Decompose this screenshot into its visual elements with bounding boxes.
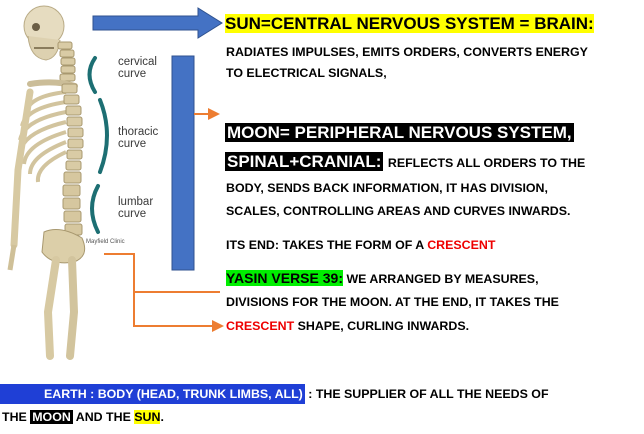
earth-period: . bbox=[160, 410, 164, 424]
moon-line-1: REFLECTS ALL ORDERS TO THE bbox=[387, 156, 586, 170]
yasin-line-2: DIVISIONS FOR THE MOON. AT THE END, IT T… bbox=[226, 295, 559, 309]
sun-title: SUN=CENTRAL NERVOUS SYSTEM = BRAIN: bbox=[225, 12, 594, 35]
thoracic-curve-label: thoracic curve bbox=[118, 126, 158, 150]
sun-line-1: RADIATES IMPULSES, EMITS ORDERS, CONVERT… bbox=[226, 45, 588, 59]
earth-moon: MOON bbox=[30, 410, 73, 424]
its-end-crescent: CRESCENT bbox=[427, 238, 496, 252]
moon-subtitle-row: SPINAL+CRANIAL: REFLECTS ALL ORDERS TO T… bbox=[225, 150, 585, 173]
lumbar-curve-label: lumbar curve bbox=[118, 196, 153, 220]
sun-title-text: SUN=CENTRAL NERVOUS SYSTEM = BRAIN: bbox=[225, 14, 594, 33]
yasin-line-3-rest: SHAPE, CURLING INWARDS. bbox=[297, 319, 470, 333]
cervical-curve-text: cervical curve bbox=[118, 56, 157, 80]
yasin-label: YASIN VERSE 39: bbox=[226, 270, 343, 286]
its-end-line: ITS END: TAKES THE FORM OF A CRESCENT bbox=[226, 235, 495, 255]
lumbar-curve-text: lumbar curve bbox=[118, 196, 154, 220]
its-end-prefix: ITS END: TAKES THE FORM OF A bbox=[226, 238, 428, 252]
moon-line-2: BODY, SENDS BACK INFORMATION, IT HAS DIV… bbox=[226, 181, 548, 195]
earth-line-1: EARTH : BODY (HEAD, TRUNK LIMBS, ALL) : … bbox=[0, 384, 549, 404]
earth-the: THE bbox=[2, 410, 31, 424]
earth-title: EARTH : BODY (HEAD, TRUNK LIMBS, ALL) bbox=[0, 384, 305, 404]
yasin-crescent: CRESCENT bbox=[226, 319, 295, 333]
earth-line-1-rest: : THE SUPPLIER OF ALL THE NEEDS OF bbox=[304, 387, 549, 401]
sun-line-2: TO ELECTRICAL SIGNALS, bbox=[226, 66, 387, 80]
moon-title: MOON= PERIPHERAL NERVOUS SYSTEM, bbox=[225, 121, 574, 144]
thoracic-curve-text: thoracic curve bbox=[118, 126, 159, 150]
earth-sun: SUN bbox=[134, 410, 161, 424]
image-credit: Mayfield Clinic bbox=[86, 239, 125, 245]
skeleton-spine-illustration bbox=[7, 5, 109, 360]
earth-line-2: THE MOON AND THE SUN. bbox=[2, 407, 164, 427]
yasin-line-1: YASIN VERSE 39: WE ARRANGED BY MEASURES, bbox=[226, 268, 539, 289]
earth-and-the: AND THE bbox=[72, 410, 135, 424]
moon-line-3: SCALES, CONTROLLING AREAS AND CURVES INW… bbox=[226, 204, 571, 218]
yasin-text-1: WE ARRANGED BY MEASURES, bbox=[346, 272, 539, 286]
moon-title-text: MOON= PERIPHERAL NERVOUS SYSTEM, bbox=[225, 123, 574, 142]
cervical-curve-label: cervical curve bbox=[118, 56, 157, 80]
yasin-line-3: CRESCENT SHAPE, CURLING INWARDS. bbox=[226, 316, 469, 336]
moon-spinal-cranial: SPINAL+CRANIAL: bbox=[225, 152, 384, 171]
